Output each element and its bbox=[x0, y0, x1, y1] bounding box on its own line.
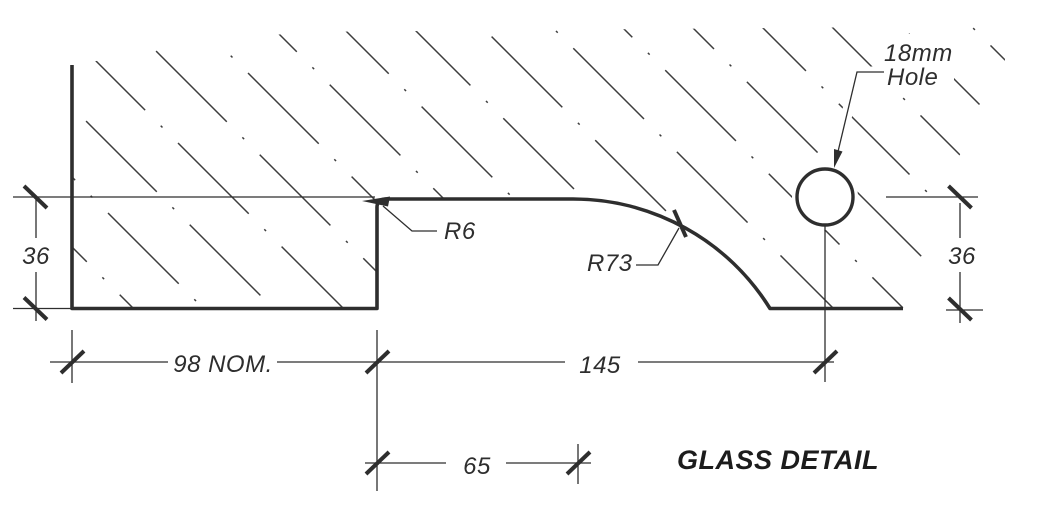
hole-leader-arrow bbox=[834, 149, 843, 168]
drawing-title: GLASS DETAIL bbox=[677, 445, 879, 475]
dim-left-thickness-value: 36 bbox=[22, 243, 50, 270]
annotation-text: 36 98 NOM. 145 65 36 R6 R73 18mm Hole GL… bbox=[22, 40, 976, 480]
dim-profile-width-value: 145 bbox=[579, 352, 621, 379]
hole-leader-line bbox=[835, 71, 884, 161]
tick bbox=[947, 296, 973, 322]
dim-right-thickness-value: 36 bbox=[948, 243, 976, 270]
dim-notch-width-value: 65 bbox=[463, 453, 491, 480]
dim-right-thickness bbox=[886, 184, 983, 323]
tick bbox=[22, 184, 49, 210]
glass-profile-outline bbox=[70, 65, 903, 311]
r6-leader-line bbox=[382, 205, 437, 232]
tick bbox=[565, 450, 592, 476]
tick bbox=[59, 349, 86, 375]
dim-base-width-row bbox=[50, 330, 839, 491]
dim-base-width-value: 98 NOM. bbox=[173, 351, 273, 378]
fillet-radius-label: R6 bbox=[444, 218, 476, 245]
tick bbox=[22, 296, 49, 321]
hole-circle bbox=[795, 167, 855, 227]
dim-left-thickness bbox=[13, 184, 72, 321]
cove-radius-label: R73 bbox=[587, 250, 633, 277]
r73-leader-line bbox=[636, 227, 680, 266]
dim-notch-width bbox=[364, 444, 592, 484]
tick bbox=[947, 184, 973, 210]
tick bbox=[364, 450, 391, 476]
tick bbox=[364, 349, 391, 375]
dimension-linework bbox=[13, 184, 983, 491]
hole-size-label: 18mm bbox=[884, 40, 953, 67]
hole-word-label: Hole bbox=[887, 64, 938, 91]
hole-label-backing bbox=[878, 34, 954, 94]
